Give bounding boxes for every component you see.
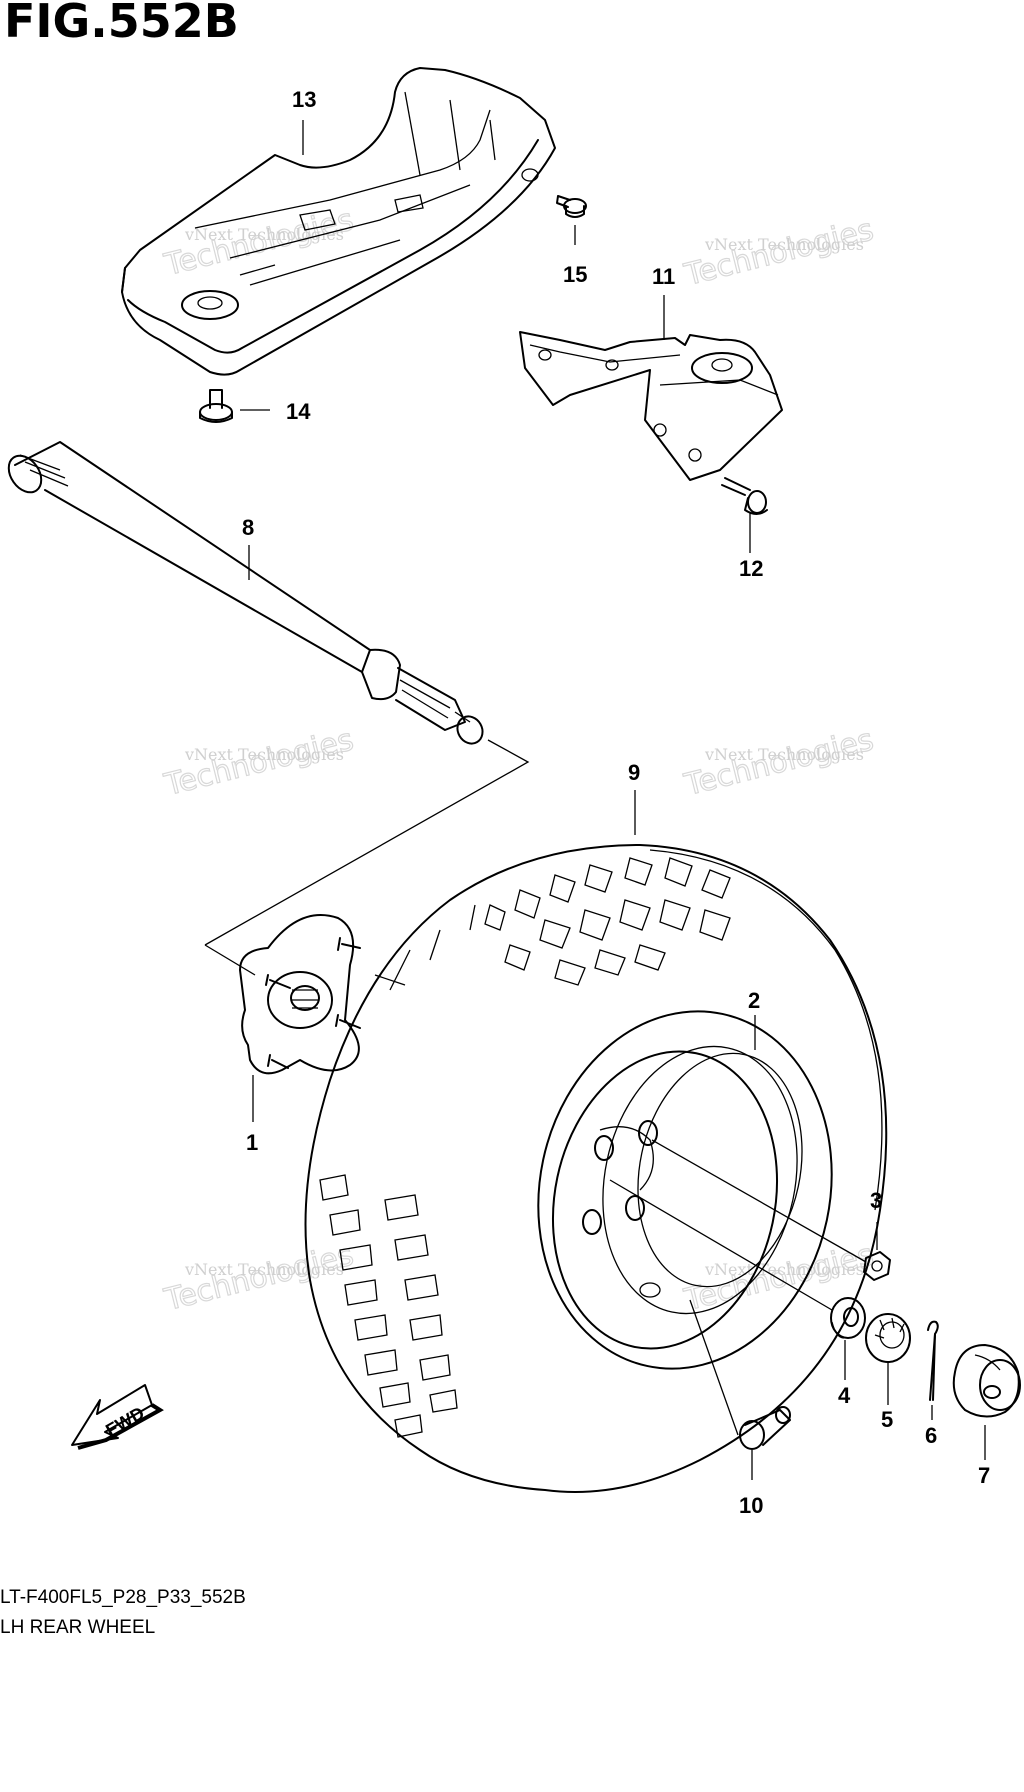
part-9-tire [304, 844, 888, 1493]
part-label-5: 5 [881, 1407, 893, 1432]
watermark: Technologies vNext Technologies [680, 212, 878, 294]
part-15-bolt [556, 195, 587, 218]
watermarks: Technologies vNext Technologies Technolo… [160, 202, 878, 1319]
part-7-cap [952, 1344, 1021, 1418]
part-label-14: 14 [286, 399, 311, 424]
model-code: LT-F400FL5_P28_P33_552B [0, 1587, 246, 1608]
part-12-bolt [721, 477, 768, 515]
part-label-8: 8 [242, 515, 254, 540]
part-labels: 13 15 14 11 12 8 9 1 2 3 4 5 6 7 10 [242, 87, 990, 1518]
part-label-12: 12 [739, 556, 763, 581]
part-label-13: 13 [292, 87, 316, 112]
part-14-bolt [199, 389, 233, 423]
part-13-guard-plate [121, 67, 556, 376]
watermark-small-text: vNext Technologies [184, 225, 344, 244]
part-label-10: 10 [739, 1493, 763, 1518]
part-11-bracket [519, 331, 783, 481]
watermark: Technologies vNext Technologies [680, 1237, 878, 1319]
watermark-small-text: vNext Technologies [704, 745, 864, 764]
label-leader-lines [240, 120, 986, 1480]
watermark: Technologies vNext Technologies [680, 722, 878, 804]
part-label-6: 6 [925, 1423, 937, 1448]
watermark-small-text: vNext Technologies [704, 235, 864, 254]
watermark: Technologies vNext Technologies [160, 722, 358, 804]
watermark-small-text: vNext Technologies [184, 745, 344, 764]
part-label-2: 2 [748, 988, 760, 1013]
part-label-7: 7 [978, 1463, 990, 1488]
watermark: Technologies vNext Technologies [160, 1237, 358, 1319]
fwd-direction-arrow: FWD [71, 1384, 164, 1450]
part-1-hub [239, 914, 361, 1075]
diagram-caption: LH REAR WHEEL [0, 1617, 156, 1638]
part-5-castle-nut [865, 1313, 911, 1363]
part-2-rim [537, 1010, 833, 1370]
part-label-11: 11 [652, 264, 675, 289]
part-3-nut [863, 1251, 891, 1281]
part-4-washer [830, 1297, 866, 1339]
part-label-1: 1 [246, 1130, 258, 1155]
watermark-small-text: vNext Technologies [184, 1260, 344, 1279]
part-6-cotter-pin [927, 1320, 939, 1401]
part-10-valve-stem [739, 1406, 791, 1450]
watermark-small-text: vNext Technologies [704, 1260, 864, 1279]
part-8-axle-shaft [7, 441, 484, 745]
part-label-15: 15 [563, 262, 587, 287]
figure-title: FIG.552B [4, 0, 239, 48]
part-label-9: 9 [628, 760, 640, 785]
part-label-3: 3 [870, 1188, 882, 1213]
part-label-4: 4 [838, 1383, 851, 1408]
